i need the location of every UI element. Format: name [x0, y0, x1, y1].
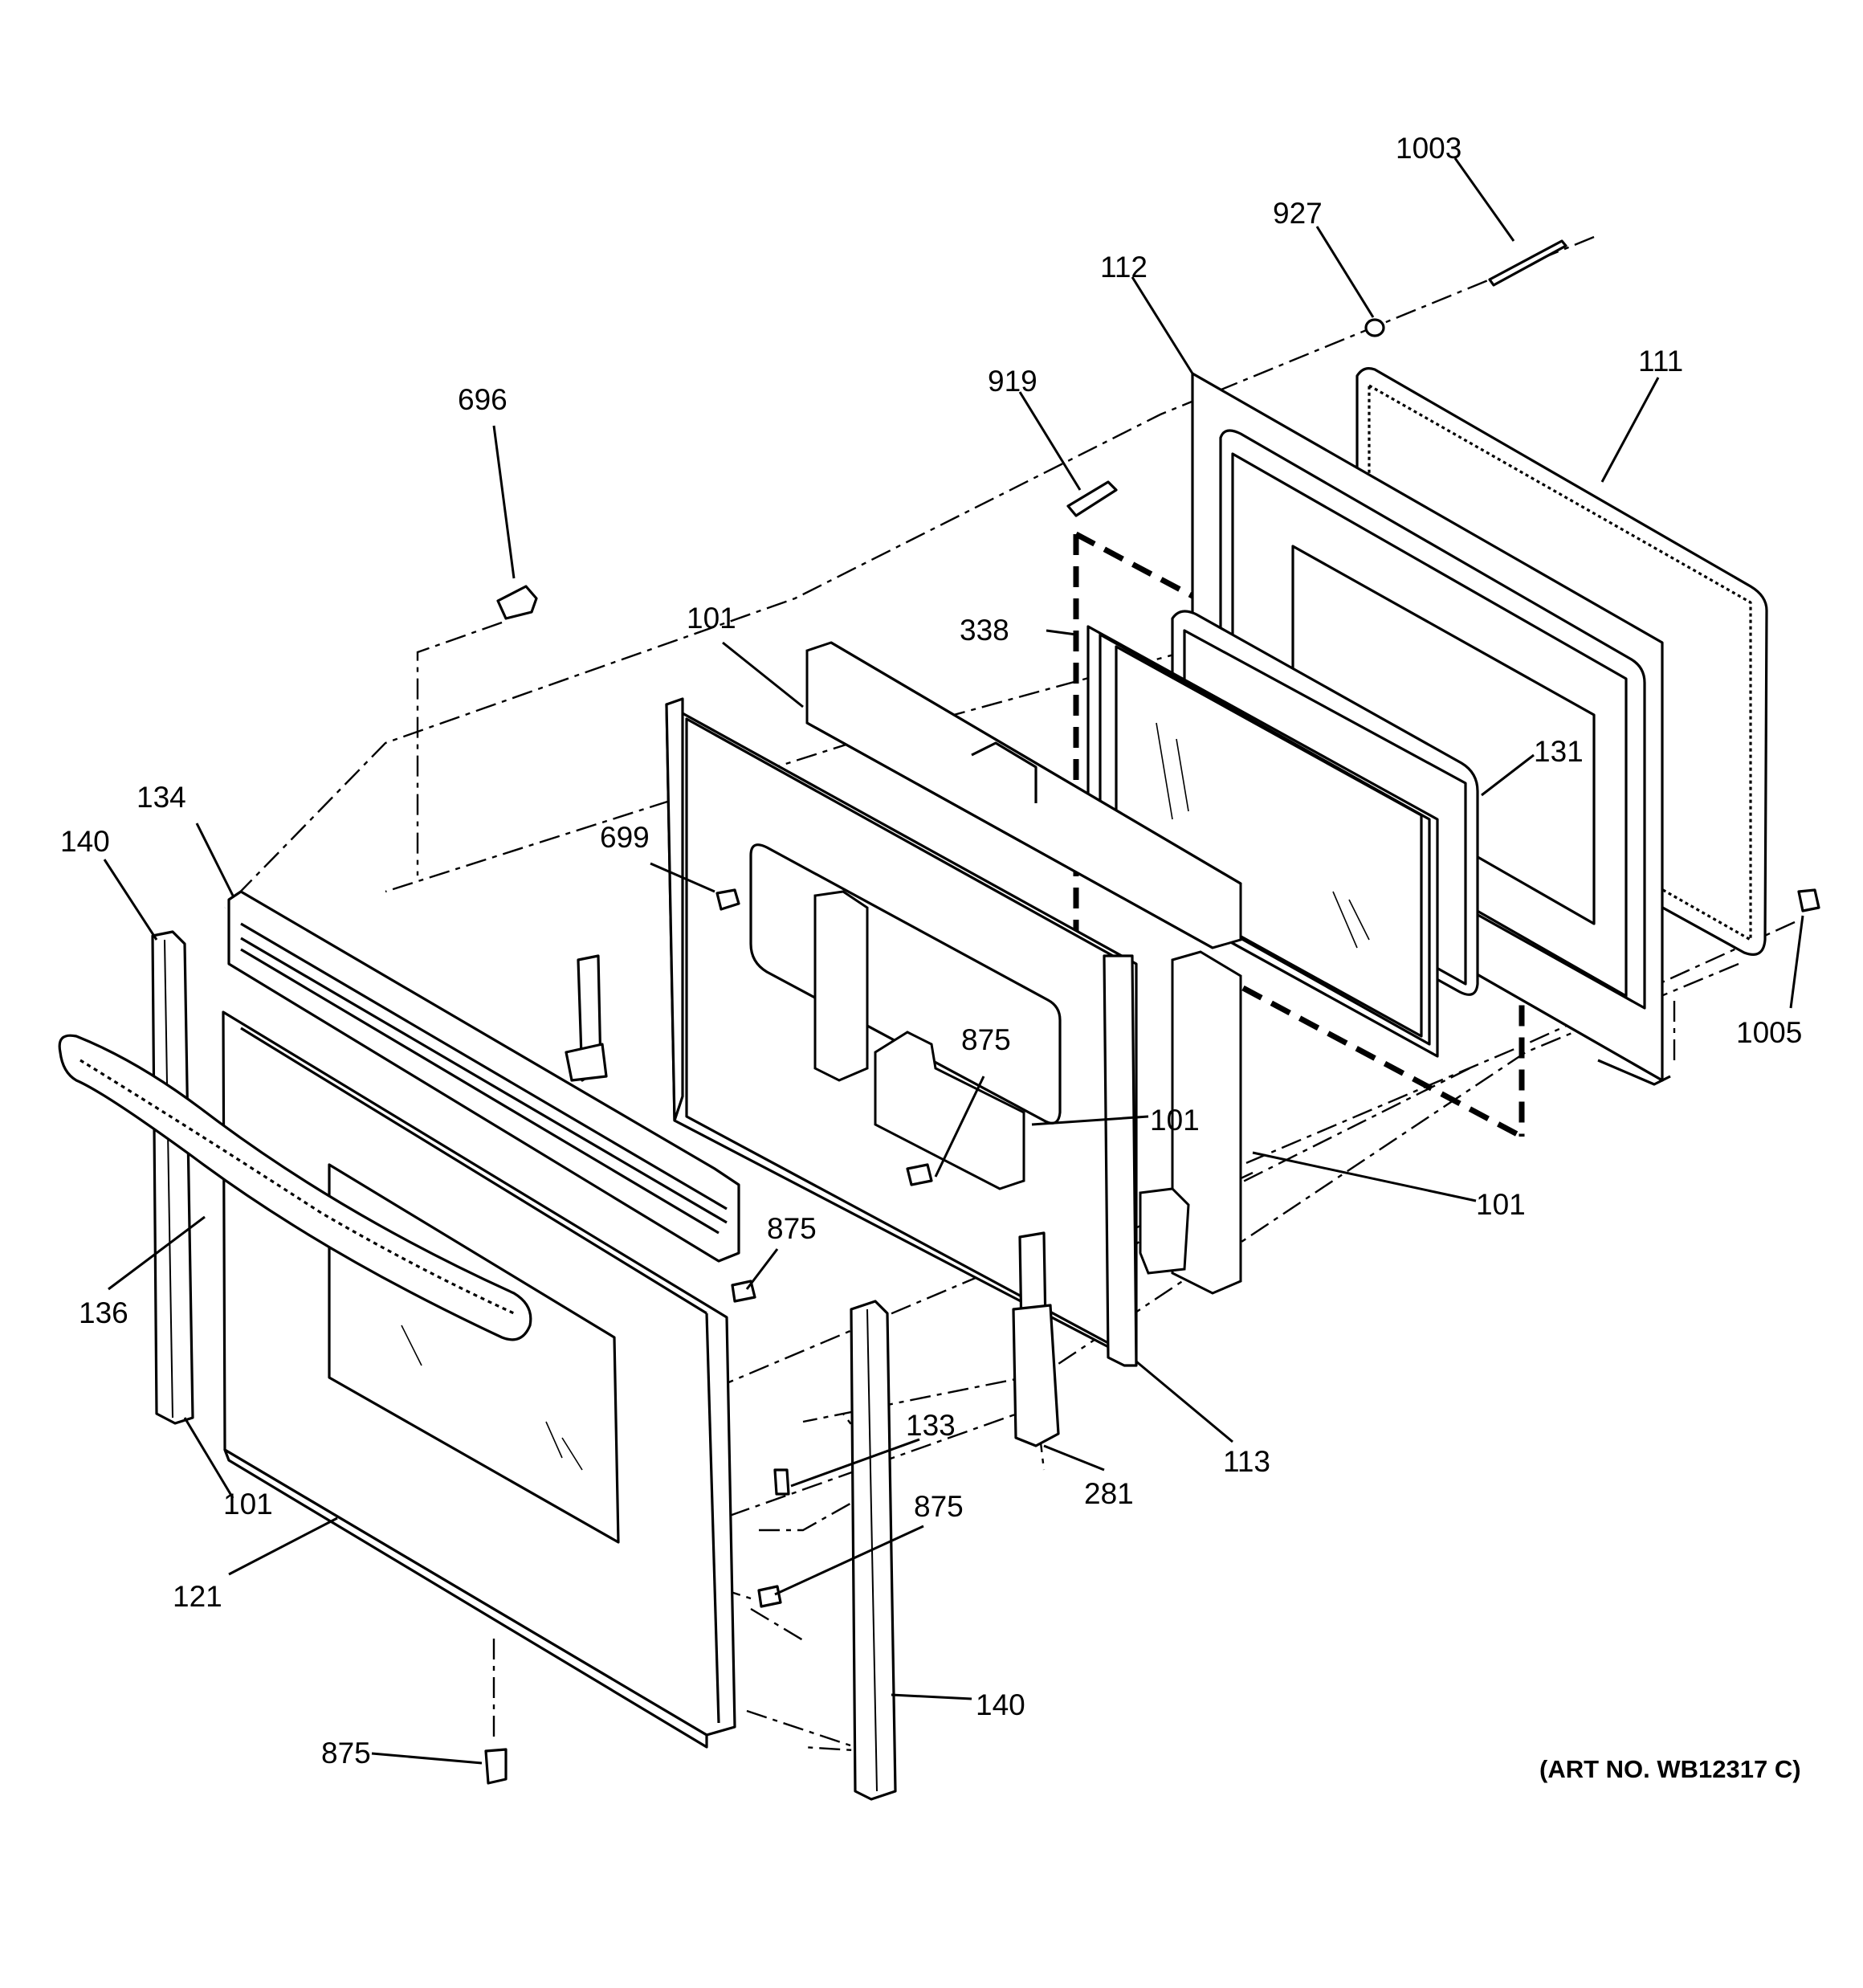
- label-131: 131: [1534, 735, 1584, 768]
- screw-875-bottom: [484, 1748, 508, 1785]
- screw-875-lower: [757, 1585, 782, 1608]
- hinge-281-left: [565, 954, 608, 1082]
- label-112: 112: [1100, 251, 1148, 284]
- bushing-919: [1066, 480, 1118, 517]
- label-1005: 1005: [1736, 1016, 1802, 1049]
- label-133: 133: [906, 1409, 956, 1442]
- label-101-bottom: 101: [223, 1488, 273, 1521]
- label-875-lower: 875: [914, 1490, 964, 1523]
- part-labels: 1003 927 112 111 919 696 101 338 131 134…: [60, 132, 1802, 1783]
- label-696: 696: [458, 383, 508, 416]
- handle-136: [58, 1034, 532, 1341]
- insulation-101-right: [1139, 950, 1242, 1295]
- label-111: 111: [1638, 345, 1683, 378]
- label-136: 136: [79, 1296, 128, 1329]
- label-101-mid: 101: [1150, 1104, 1200, 1137]
- insulation-101-top: [805, 641, 1242, 949]
- outer-door-121: [222, 1010, 736, 1749]
- label-281: 281: [1084, 1477, 1134, 1510]
- leader-lines: [103, 157, 1804, 1765]
- side-trim-140-left: [151, 930, 194, 1425]
- insulation-101-mid: [813, 890, 1025, 1190]
- vent-trim-134: [227, 890, 740, 1263]
- label-121: 121: [173, 1580, 222, 1613]
- hinge-281-right: [1012, 1231, 1060, 1447]
- screw-699: [715, 888, 740, 911]
- inner-glass-pane: [1086, 625, 1439, 1058]
- label-927: 927: [1273, 197, 1323, 230]
- label-875-bottom: 875: [321, 1737, 371, 1770]
- label-919: 919: [988, 365, 1037, 398]
- screw-1003: [1488, 239, 1567, 287]
- label-699: 699: [600, 821, 650, 854]
- screw-1005: [1797, 888, 1820, 912]
- label-113: 113: [1223, 1445, 1270, 1478]
- label-875-door: 875: [767, 1212, 817, 1245]
- screw-696: [496, 585, 538, 620]
- label-140-left: 140: [60, 825, 110, 858]
- clip-133: [773, 1468, 790, 1496]
- washer-927: [1364, 318, 1385, 337]
- art-number: (ART NO. WB12317 C): [1539, 1755, 1801, 1783]
- label-134: 134: [137, 781, 186, 814]
- label-101-top: 101: [687, 602, 736, 635]
- screw-875-mid: [906, 1163, 933, 1186]
- label-140-right: 140: [976, 1688, 1025, 1721]
- label-338: 338: [960, 614, 1009, 647]
- label-1003: 1003: [1396, 132, 1461, 165]
- label-101-right: 101: [1476, 1188, 1526, 1221]
- label-875-mid: 875: [961, 1023, 1011, 1056]
